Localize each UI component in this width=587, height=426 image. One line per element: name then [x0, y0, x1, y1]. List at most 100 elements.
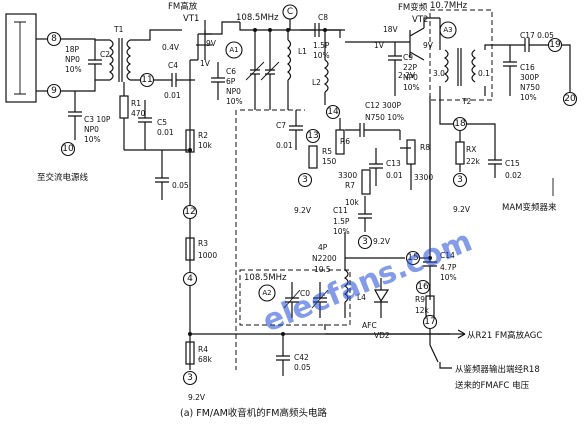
- if-freq-label: 10.7MHz: [430, 1, 468, 11]
- c16-label: C16: [520, 63, 535, 72]
- c2-val-2: 10%: [65, 65, 82, 74]
- terminal-12-label: 12: [184, 207, 195, 217]
- r1-val: 470: [131, 109, 146, 118]
- supply1-voltage: 9.2V: [188, 393, 206, 402]
- c9-val-1: NP0: [403, 73, 418, 82]
- freq-top-label: 108.5MHz: [236, 13, 279, 23]
- terminal-20-label: 20: [564, 94, 576, 104]
- vt1-b-voltage: 1V: [200, 59, 211, 68]
- c6-val-1: NP0: [226, 87, 241, 96]
- terminal-13: [305, 128, 321, 144]
- val-0p1: 0.1: [478, 69, 490, 78]
- varactor-vd2: [373, 278, 390, 318]
- capacitor-c17: [505, 38, 548, 52]
- resistor-r3: [185, 237, 195, 261]
- terminal-8: [46, 31, 62, 47]
- terminal-19: [547, 37, 563, 53]
- capacitor-c13: [369, 148, 383, 186]
- inductor-l1: [287, 39, 292, 81]
- vt2-c-voltage: 9V: [423, 41, 434, 50]
- c0-label: C0: [300, 289, 310, 298]
- inductor-l4: [343, 269, 349, 303]
- test-point-a2: [258, 284, 276, 302]
- r9-val: 12k: [415, 306, 430, 315]
- c3-label: C3 10P: [84, 115, 111, 124]
- r6-label: R6: [340, 137, 350, 146]
- resistor-r6: [335, 129, 345, 155]
- test-point-a2-label: A2: [262, 289, 271, 297]
- terminal-15-label: 15: [407, 253, 418, 263]
- n-tol-label: 10.5: [314, 265, 331, 274]
- capacitor-c16: [503, 45, 517, 96]
- c4-val: 0.01: [164, 91, 181, 100]
- transformer-t1-secondary: [126, 39, 132, 81]
- r7-val: 10k: [345, 198, 360, 207]
- c8-val-0: 1.5P: [313, 41, 330, 50]
- transformer-t1-primary: [108, 39, 114, 81]
- val-3p0: 3.0: [433, 69, 445, 78]
- l1-label: L1: [298, 47, 307, 56]
- resistor-r8: [406, 139, 416, 165]
- terminal-20: [562, 91, 578, 107]
- r7-label: R7: [345, 181, 355, 190]
- r2-val: 10k: [198, 141, 213, 150]
- c14-val-0: 4.7P: [440, 263, 457, 272]
- c3-val-0: NP0: [84, 125, 99, 134]
- l4-label: L4: [357, 293, 366, 302]
- terminal-16: [415, 279, 431, 295]
- capacitor-c7: [289, 110, 303, 150]
- n2200-label: N2200: [312, 254, 337, 263]
- tuned-cap-1: [250, 30, 260, 110]
- capacitor-c3: [68, 91, 82, 140]
- c12-label: C12 300P: [365, 101, 401, 110]
- terminal-12: [182, 204, 198, 220]
- c11-val-0: 1.5P: [333, 217, 350, 226]
- afc-label: AFC: [362, 321, 377, 330]
- terminal-11-label: 11: [141, 75, 152, 85]
- c7-val: 0.01: [276, 141, 293, 150]
- c42-label: C42: [294, 353, 309, 362]
- t1-label: T1: [113, 25, 124, 34]
- terminal-3-d-label: 3: [457, 175, 463, 185]
- capacitor-c11: [358, 196, 372, 232]
- c8-val-1: 10%: [313, 51, 330, 60]
- supply3-voltage: 9.2V: [373, 237, 391, 246]
- c6-val-2: 10%: [226, 97, 243, 106]
- c9-label: C9: [403, 53, 413, 62]
- c2-label: C2: [100, 50, 110, 59]
- terminal-16-label: 16: [417, 282, 429, 292]
- capacitor-c12: [345, 123, 400, 137]
- c7-label: C7: [276, 121, 286, 130]
- vt2-top-voltage: 18V: [383, 25, 399, 34]
- c6-val-0: 6P: [226, 77, 236, 86]
- cap-4p-label: 4P: [318, 243, 328, 252]
- terminal-10: [60, 141, 76, 157]
- vt2-b-voltage: 2.2V: [398, 71, 416, 80]
- test-point-a1: [225, 41, 243, 59]
- antenna-connector-box: [5, 13, 37, 103]
- terminal-11: [139, 72, 155, 88]
- c5-label: C5: [157, 118, 167, 127]
- c17-label: C17 0.05: [520, 31, 554, 40]
- terminal-17: [422, 314, 438, 330]
- supply2-voltage: 9.2V: [294, 206, 312, 215]
- c8-label: C8: [318, 13, 328, 22]
- terminal-13-label: 13: [307, 131, 318, 141]
- afc-line1-label: 从鉴频器输出端经R18: [455, 364, 540, 375]
- resistor-r7: [361, 169, 371, 195]
- vd2-label: VD2: [374, 331, 390, 340]
- c15-label: C15: [505, 159, 520, 168]
- r6-val: 3300: [338, 171, 357, 180]
- r4-val: 68k: [198, 355, 213, 364]
- r9-label: R9: [415, 295, 425, 304]
- l2-label: L2: [312, 78, 321, 87]
- terminal-19-label: 19: [549, 40, 561, 50]
- test-point-a1-label: A1: [229, 46, 238, 54]
- c2-val-1: NP0: [65, 55, 80, 64]
- c16-val-0: 300P: [520, 73, 539, 82]
- terminal-3-c: [357, 234, 373, 250]
- c5-val: 0.01: [157, 128, 174, 137]
- capacitor-c8: [300, 23, 345, 37]
- c12-val-0: N750 10%: [365, 113, 404, 122]
- terminal-14-label: 14: [327, 107, 339, 117]
